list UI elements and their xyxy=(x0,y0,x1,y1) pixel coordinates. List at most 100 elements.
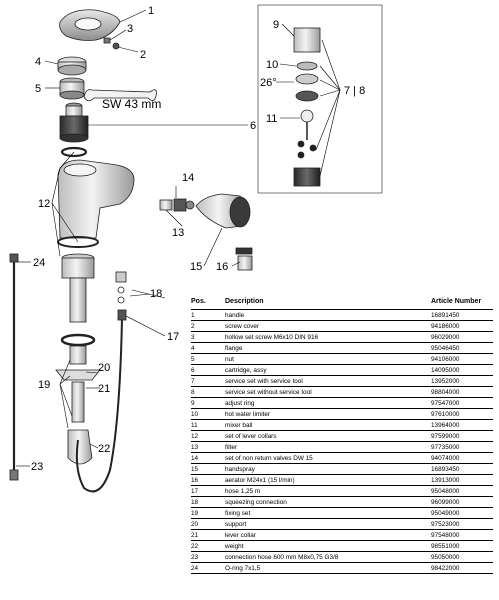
cell-description: cartridge, assy xyxy=(225,364,431,376)
cell-article-number: 97599000 xyxy=(431,430,493,442)
wrench-tool xyxy=(83,89,157,102)
cell-description: filter xyxy=(225,441,431,453)
callout-19: 19 xyxy=(38,379,50,391)
cell-pos: 5 xyxy=(191,353,225,365)
callout-22: 22 xyxy=(98,443,110,455)
callout-7-8: 7 | 8 xyxy=(344,85,365,97)
parts-table-header: Pos. Description Article Number xyxy=(191,298,493,310)
cell-pos: 23 xyxy=(191,551,225,563)
cell-description: service set without service tool xyxy=(225,386,431,398)
wrench-size-label: SW 43 mm xyxy=(102,97,161,111)
cell-article-number: 94186000 xyxy=(431,320,493,332)
cell-article-number: 98804000 xyxy=(431,386,493,398)
cell-description: handspray xyxy=(225,463,431,475)
cell-article-number: 97548000 xyxy=(431,529,493,541)
cell-article-number: 96099000 xyxy=(431,496,493,508)
part-drawings xyxy=(9,4,383,493)
cell-description: support xyxy=(225,518,431,530)
callout-13: 13 xyxy=(172,227,184,239)
cell-article-number: 96029000 xyxy=(431,331,493,343)
cell-description: hollow set screw M6x10 DIN 916 xyxy=(225,331,431,343)
cell-pos: 14 xyxy=(191,452,225,464)
cell-pos: 22 xyxy=(191,540,225,552)
cell-pos: 20 xyxy=(191,518,225,530)
callout-3: 3 xyxy=(127,23,133,35)
cell-article-number: 13952000 xyxy=(431,375,493,387)
callout-4: 4 xyxy=(35,56,41,68)
callout-17: 17 xyxy=(167,331,179,343)
cell-pos: 19 xyxy=(191,507,225,519)
cell-pos: 1 xyxy=(191,309,225,321)
cell-article-number: 94106000 xyxy=(431,353,493,365)
cell-pos: 21 xyxy=(191,529,225,541)
callout-12: 12 xyxy=(38,198,50,210)
callout-labels: 1 3 2 4 5 SW 43 mm 6 9 10 26° 7 | 8 11 1… xyxy=(31,5,365,473)
callout-16: 16 xyxy=(216,261,228,273)
cell-pos: 24 xyxy=(191,562,225,574)
callout-20: 20 xyxy=(98,362,110,374)
cell-article-number: 97610000 xyxy=(431,408,493,420)
cell-pos: 7 xyxy=(191,375,225,387)
cell-pos: 13 xyxy=(191,441,225,453)
cell-pos: 12 xyxy=(191,430,225,442)
header-description: Description xyxy=(225,298,431,310)
cell-description: connection hose 600 mm M8x0,75 G3/8 xyxy=(225,551,431,563)
cell-article-number: 95046450 xyxy=(431,342,493,354)
cell-article-number: 94074000 xyxy=(431,452,493,464)
cell-pos: 8 xyxy=(191,386,225,398)
header-article-number: Article Number xyxy=(431,298,493,310)
callout-1: 1 xyxy=(148,5,154,17)
cell-description: aerator M24x1 (15 l/min) xyxy=(225,474,431,486)
cell-description: squeezing connection xyxy=(225,496,431,508)
cell-pos: 2 xyxy=(191,320,225,332)
cell-description: set of non return valves DW 15 xyxy=(225,452,431,464)
cell-article-number: 95049000 xyxy=(431,507,493,519)
cell-pos: 9 xyxy=(191,397,225,409)
callout-5: 5 xyxy=(35,83,41,95)
cell-article-number: 98551000 xyxy=(431,540,493,552)
cell-pos: 15 xyxy=(191,463,225,475)
callout-11: 11 xyxy=(266,113,277,125)
callout-14: 14 xyxy=(182,172,194,184)
cell-description: flange xyxy=(225,342,431,354)
cell-pos: 3 xyxy=(191,331,225,343)
cell-pos: 18 xyxy=(191,496,225,508)
cell-description: adjust ring xyxy=(225,397,431,409)
cell-article-number: 13964000 xyxy=(431,419,493,431)
callout-18: 18 xyxy=(150,288,162,300)
cell-article-number: 16891450 xyxy=(431,309,493,321)
cell-pos: 11 xyxy=(191,419,225,431)
callout-23: 23 xyxy=(31,461,43,473)
cell-article-number: 95048000 xyxy=(431,485,493,497)
callout-2: 2 xyxy=(140,49,146,61)
cell-description: service set with service tool xyxy=(225,375,431,387)
callout-10: 10 xyxy=(266,59,278,71)
header-pos: Pos. xyxy=(191,298,225,310)
cell-description: mixer ball xyxy=(225,419,431,431)
cell-description: hot water limiter xyxy=(225,408,431,420)
cell-pos: 16 xyxy=(191,474,225,486)
angle-label: 26° xyxy=(260,77,277,89)
cell-pos: 17 xyxy=(191,485,225,497)
callout-24: 24 xyxy=(33,257,45,269)
cell-article-number: 16893450 xyxy=(431,463,493,475)
cell-article-number: 14095000 xyxy=(431,364,493,376)
